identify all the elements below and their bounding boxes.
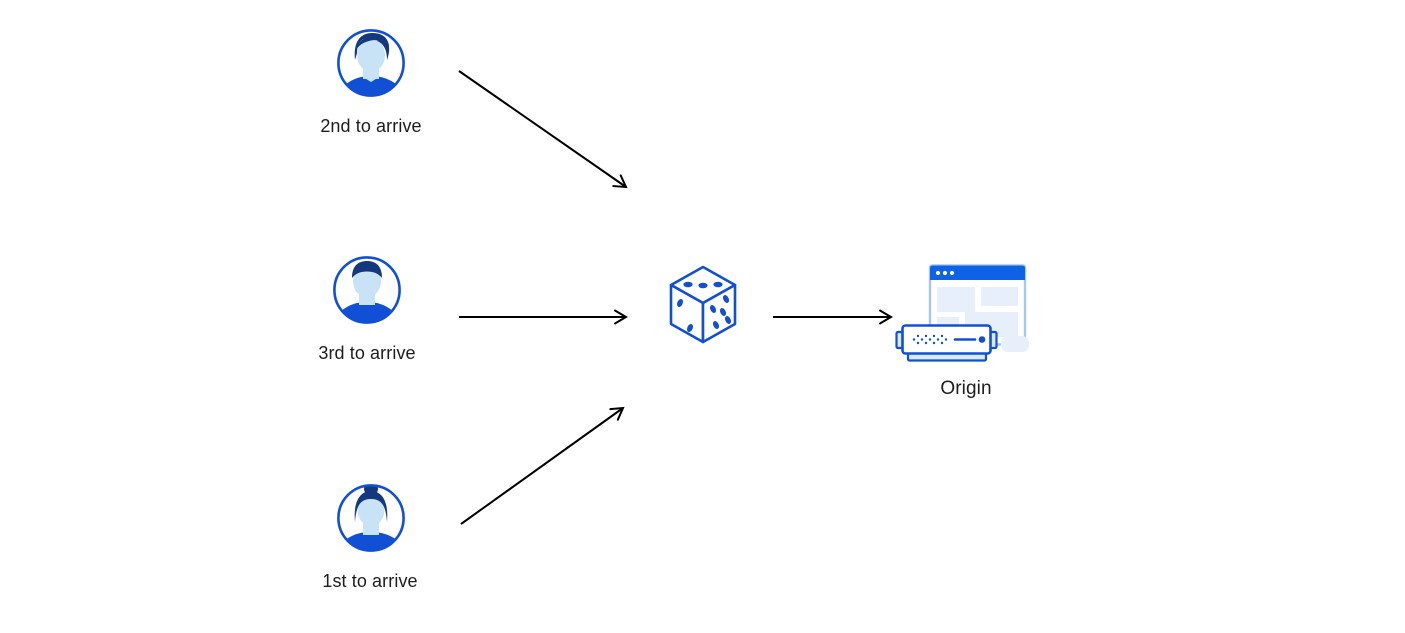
arrow-client2-to-dice xyxy=(458,70,628,189)
client-node-3rd: 3rd to arrive xyxy=(318,252,416,363)
origin-node: Origin xyxy=(885,264,1045,399)
person-avatar-icon xyxy=(337,484,405,552)
dice-node xyxy=(666,264,740,351)
server-icon xyxy=(895,324,1029,362)
client-label-2nd: 2nd to arrive xyxy=(320,116,422,136)
client-node-1st: 1st to arrive xyxy=(322,480,418,591)
arrow-client1-to-dice xyxy=(460,406,625,525)
client-label-1st: 1st to arrive xyxy=(322,571,418,591)
dice-icon xyxy=(669,265,737,344)
person-avatar-icon xyxy=(337,29,405,97)
origin-server-icon xyxy=(895,264,1029,362)
client-label-3rd: 3rd to arrive xyxy=(318,343,416,363)
person-avatar-icon xyxy=(333,256,401,324)
origin-label: Origin xyxy=(940,378,992,399)
client-node-2nd: 2nd to arrive xyxy=(320,25,422,136)
